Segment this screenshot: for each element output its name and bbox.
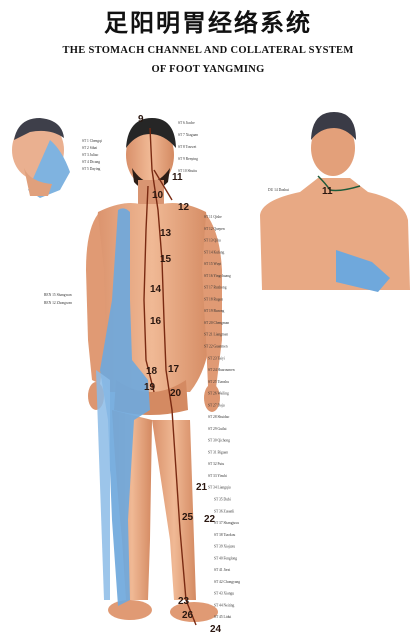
- point-label: ST 42 Chongyang: [214, 580, 240, 584]
- title-english-line-2: OF FOOT YANGMING: [151, 64, 265, 75]
- point-label: ST 14 Kufang: [204, 250, 225, 254]
- point-label: ST 28 Shuidao: [208, 415, 230, 419]
- channel-number: 18: [146, 366, 158, 377]
- point-label: ST 29 Guilai: [208, 427, 227, 431]
- point-label: ST 31 Biguan: [208, 450, 228, 454]
- title-english-line-1: THE STOMACH CHANNEL AND COLLATERAL SYSTE…: [62, 45, 354, 56]
- head-point-label: ST 3 Juliao: [82, 153, 99, 157]
- head-point-label: ST 7 Xiaguan: [178, 133, 198, 137]
- ren-point-label: REN 12 Zhongwan: [44, 301, 72, 305]
- point-label: ST 37 Shangjuxu: [214, 521, 239, 525]
- point-label: ST 17 Ruzhong: [204, 286, 227, 290]
- head-point-label: ST 8 Touwei: [178, 145, 196, 149]
- blue-channel-band: [100, 208, 150, 606]
- point-label: ST 35 Dubi: [214, 498, 231, 502]
- channel-number: 24: [210, 624, 222, 635]
- head-point-label: ST 2 Sibai: [82, 146, 97, 150]
- point-label: ST 18 Rugen: [204, 297, 223, 301]
- channel-number: 11: [172, 172, 183, 183]
- point-label: ST 25 Tianshu: [208, 380, 229, 384]
- ren-point-label: REN 15 Shangwan: [44, 293, 72, 297]
- point-label: ST 41 Jiexi: [214, 568, 230, 572]
- channel-number: 26: [182, 610, 194, 621]
- point-label: ST 12 Quepen: [204, 227, 225, 231]
- channel-number: 20: [170, 388, 182, 399]
- channel-number: 22: [204, 514, 216, 525]
- channel-number: 19: [144, 382, 156, 393]
- back-figure: 11 DU 14 Dazhui: [260, 112, 410, 292]
- point-labels-column: ST 11 Qishe ST 12 Quepen ST 13 Qihu ST 14 K…: [204, 215, 240, 619]
- point-label: ST 27 Daju: [208, 403, 225, 407]
- stomach-channel-lines: [143, 127, 197, 626]
- point-label: ST 38 Tiaokou: [214, 533, 236, 537]
- point-label: ST 19 Burong: [204, 309, 225, 313]
- point-label: ST 39 Xiajuxu: [214, 545, 235, 549]
- channel-number: 25: [182, 512, 194, 523]
- channel-number: 23: [178, 596, 190, 607]
- back-point-label: DU 14 Dazhui: [268, 188, 289, 192]
- channel-number: 16: [150, 316, 162, 327]
- point-label: ST 23 Taiyi: [208, 356, 225, 360]
- head-point-label: ST 6 Jiache: [178, 121, 195, 125]
- point-label: ST 33 Yinshi: [208, 474, 227, 478]
- channel-number: 17: [168, 364, 180, 375]
- channel-numbers: 9 11 10 12 13 15 14 16 18 17 19 20 21 22 25 23 24 26: [138, 114, 222, 635]
- head-labels: ST 1 Chengqi ST 2 Sibai ST 3 Juliao ST 4 Di…: [82, 121, 198, 173]
- channel-number: 9: [138, 114, 144, 125]
- point-label: ST 11 Qishe: [204, 215, 222, 219]
- svg-text:11: 11: [322, 186, 333, 197]
- point-label: ST 34 Liangqiu: [208, 486, 231, 490]
- point-label: ST 20 Chengman: [204, 321, 229, 325]
- point-label: ST 36 Zusanli: [214, 509, 234, 513]
- point-label: ST 32 Futu: [208, 462, 224, 466]
- channel-number: 21: [196, 482, 208, 493]
- side-head-figure: [12, 118, 70, 198]
- channel-number: 15: [160, 254, 172, 265]
- point-label: ST 22 Guanmen: [204, 344, 228, 348]
- head-point-label: ST 5 Daying: [82, 167, 101, 171]
- channel-number: 10: [152, 190, 164, 201]
- title-chinese: 足阳明胃经络系统: [104, 9, 312, 37]
- point-label: ST 45 Lidui: [214, 615, 231, 619]
- point-label: ST 13 Qihu: [204, 239, 221, 243]
- head-point-label: ST 4 Dicang: [82, 160, 100, 164]
- head-point-label: ST 9 Renying: [178, 157, 198, 161]
- channel-number: 13: [160, 228, 172, 239]
- point-label: ST 16 Yingchuang: [204, 274, 231, 278]
- channel-number: 12: [178, 202, 190, 213]
- point-label: ST 43 Xiangu: [214, 592, 234, 596]
- channel-number: 14: [150, 284, 162, 295]
- point-label: ST 21 Liangmen: [204, 333, 228, 337]
- point-label: ST 24 Huaroumen: [208, 368, 235, 372]
- point-label: ST 15 Wuyi: [204, 262, 221, 266]
- head-point-label: ST 10 Shuitu: [178, 169, 197, 173]
- point-label: ST 26 Wailing: [208, 392, 229, 396]
- point-label: ST 44 Neiting: [214, 603, 235, 607]
- point-label: ST 40 Fenglong: [214, 556, 237, 560]
- point-label: ST 30 Qichong: [208, 439, 230, 443]
- head-point-label: ST 1 Chengqi: [82, 139, 102, 143]
